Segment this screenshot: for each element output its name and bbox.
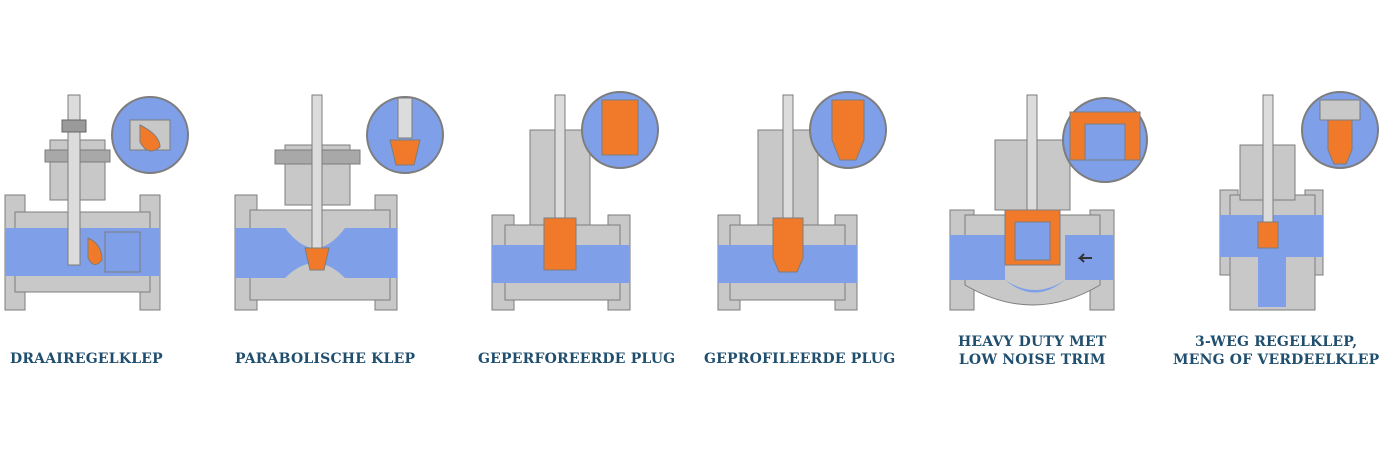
valve-caption: GEPERFOREERDE PLUG <box>478 350 675 368</box>
caption-line-1: DRAAIREGELKLEP <box>10 351 163 367</box>
valve-caption: PARABOLISCHE KLEP <box>235 350 415 368</box>
perforated-plug-valve-drawing <box>491 91 659 311</box>
caption-line-1: HEAVY DUTY MET <box>958 334 1107 350</box>
caption-line-1: 3-WEG REGELKLEP, <box>1195 334 1358 350</box>
rotary-valve-drawing <box>4 94 189 311</box>
heavy-duty-valve-drawing <box>949 94 1148 311</box>
valve-caption: DRAAIREGELKLEP <box>10 350 163 368</box>
valve-caption: HEAVY DUTY MET LOW NOISE TRIM <box>958 333 1107 369</box>
valve-3-weg-regelklep: 3-WEG REGELKLEP, MENG OF VERDEELKLEP <box>1170 0 1379 460</box>
parabolic-valve-drawing <box>234 94 444 311</box>
profiled-plug-valve-drawing <box>717 91 887 311</box>
valve-draairegelklep: DRAAIREGELKLEP <box>0 0 200 460</box>
caption-line-1: GEPERFOREERDE PLUG <box>478 351 676 367</box>
three-way-valve-drawing <box>1219 91 1379 311</box>
valve-caption: GEPROFILEERDE PLUG <box>704 350 895 368</box>
valve-heavy-duty-low-noise: HEAVY DUTY MET LOW NOISE TRIM <box>940 0 1160 460</box>
caption-line-1: GEPROFILEERDE PLUG <box>704 351 896 367</box>
valve-caption: 3-WEG REGELKLEP, MENG OF VERDEELKLEP <box>1173 333 1379 369</box>
caption-line-2: LOW NOISE TRIM <box>958 352 1106 368</box>
valve-geprofileerde-plug: GEPROFILEERDE PLUG <box>700 0 900 460</box>
caption-line-1: PARABOLISCHE KLEP <box>235 351 416 367</box>
flow-arrow-icon <box>1077 253 1092 263</box>
valve-parabolische-klep: PARABOLISCHE KLEP <box>220 0 450 460</box>
valve-geperforeerde-plug: GEPERFOREERDE PLUG <box>470 0 680 460</box>
caption-line-2: MENG OF VERDEELKLEP <box>1173 352 1380 368</box>
